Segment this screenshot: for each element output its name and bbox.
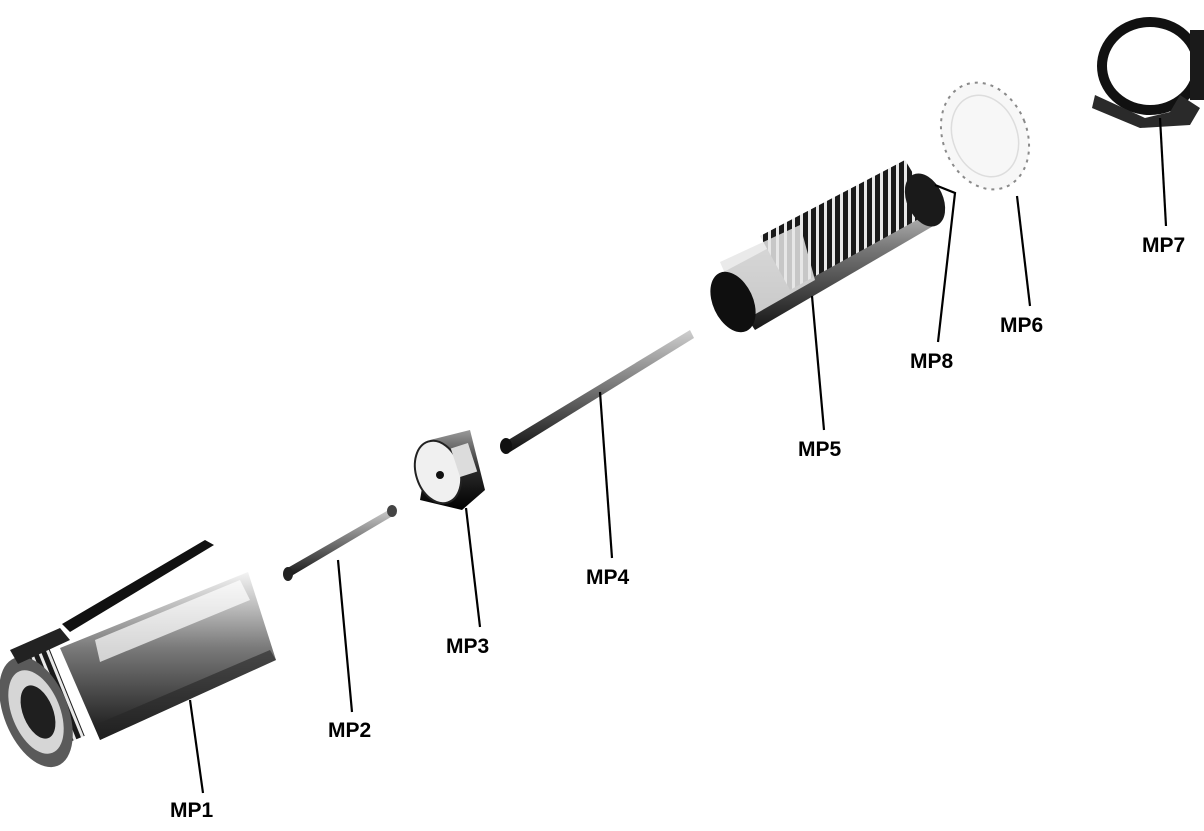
label-mp8: MP8 — [910, 350, 954, 373]
part-mp3-insulator — [413, 430, 485, 510]
leader-mp1 — [188, 699, 205, 794]
label-mp6: MP6 — [1000, 314, 1043, 337]
part-mp6-gasket — [939, 81, 1031, 191]
part-mp1-body — [0, 540, 276, 768]
part-mp5-threaded-body — [710, 160, 946, 333]
leader-mp3 — [464, 507, 482, 628]
label-mp3: MP3 — [446, 635, 489, 658]
part-mp4-contact — [500, 330, 694, 454]
leader-mp8 — [934, 183, 957, 343]
leader-mp5 — [810, 295, 826, 431]
leader-mp2 — [336, 559, 354, 713]
label-mp2: MP2 — [328, 719, 371, 742]
label-mp4: MP4 — [586, 566, 630, 589]
part-mp7-hex-nut — [1092, 17, 1204, 128]
label-mp5: MP5 — [798, 438, 842, 461]
callout-labels: MP1 MP2 MP3 MP4 MP5 MP6 MP7 MP8 — [170, 234, 1185, 822]
leader-lines — [188, 117, 1168, 794]
leader-mp7 — [1158, 117, 1168, 227]
part-mp2-pin — [283, 505, 397, 581]
leader-mp4 — [598, 391, 614, 559]
label-mp1: MP1 — [170, 799, 214, 822]
leader-mp6 — [1015, 195, 1032, 307]
label-mp7: MP7 — [1142, 234, 1185, 257]
